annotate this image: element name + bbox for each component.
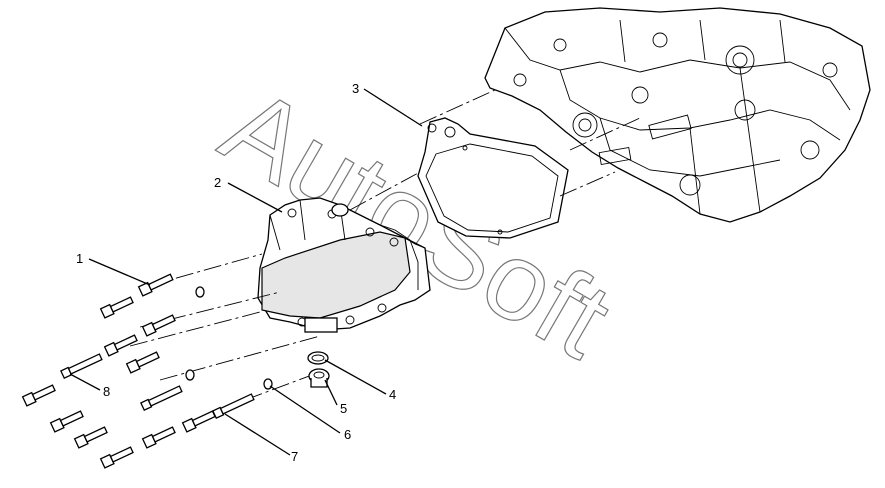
engine-block	[484, 7, 871, 223]
callout-labels: 1 2 3 4 5 6 7 8	[76, 81, 396, 464]
callout-7: 7	[291, 449, 298, 464]
callout-3: 3	[352, 81, 359, 96]
leader-lines	[69, 88, 423, 456]
callout-2: 2	[214, 175, 221, 190]
oil-cooler-housing	[257, 197, 431, 333]
gasket	[417, 117, 569, 239]
callout-1: 1	[76, 251, 83, 266]
callout-4: 4	[389, 387, 396, 402]
centerlines	[129, 89, 641, 401]
callout-5: 5	[340, 401, 347, 416]
bolts	[21, 273, 216, 469]
callout-6: 6	[344, 427, 351, 442]
callout-8: 8	[103, 384, 110, 399]
washers	[185, 286, 273, 390]
studs	[60, 353, 255, 420]
seal-ring	[307, 351, 329, 365]
drain-plug	[308, 368, 330, 388]
